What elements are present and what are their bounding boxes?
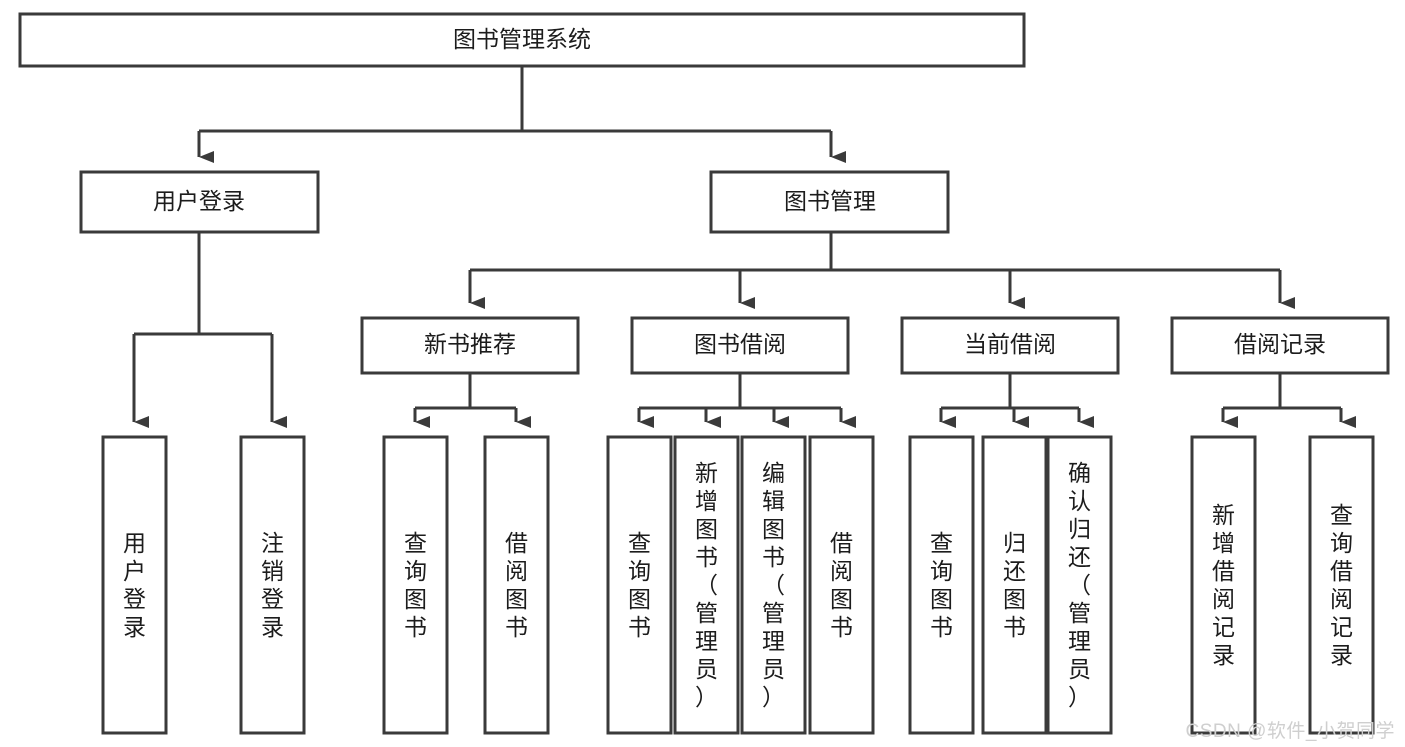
leaf-borrow-book-1-label: 借阅图书 [505,530,528,640]
node-current-borrow-box[interactable] [900,316,1120,375]
leaf-borrow-book-1[interactable]: 借阅图书 [483,435,550,735]
csdn-watermark: CSDN @软件_小贺同学 [1185,721,1395,742]
node-book-manage-label: 图书管理 [784,188,876,214]
leaf-logout-label: 注销登录 [261,530,284,640]
node-new-book-rec-box[interactable] [360,316,580,375]
leaf-query-book-2-box[interactable] [606,435,673,735]
node-book-borrow[interactable]: 图书借阅 [630,316,850,375]
leaf-confirm-return-label: 确认归还（管理员） [1068,460,1091,710]
leaf-query-book-3[interactable]: 查询图书 [908,435,975,735]
leaf-query-book-2-label: 查询图书 [628,530,651,640]
leaf-add-book-box[interactable] [673,435,740,735]
node-user-login-label: 用户登录 [153,188,245,214]
leaf-confirm-return[interactable]: 确认归还（管理员） [1046,435,1113,735]
node-root[interactable]: 图书管理系统 [18,12,1026,68]
leaf-logout-box[interactable] [239,435,306,735]
node-book-borrow-box[interactable] [630,316,850,375]
node-new-book-rec[interactable]: 新书推荐 [360,316,580,375]
leaf-query-record[interactable]: 查询借阅记录 [1308,435,1375,735]
leaf-edit-book[interactable]: 编辑图书（管理员） [740,435,807,735]
leaf-return-book[interactable]: 归还图书 [981,435,1048,735]
node-current-borrow[interactable]: 当前借阅 [900,316,1120,375]
node-user-login[interactable]: 用户登录 [79,170,320,234]
leaf-borrow-book-2-box[interactable] [808,435,875,735]
connectors-layer [132,66,1356,428]
node-borrow-record[interactable]: 借阅记录 [1170,316,1390,375]
leaf-user-login-box[interactable] [101,435,168,735]
leaf-edit-book-label: 编辑图书（管理员） [762,460,785,710]
leaf-query-record-box[interactable] [1308,435,1375,735]
node-book-manage[interactable]: 图书管理 [709,170,950,234]
leaf-query-book-1-box[interactable] [382,435,449,735]
leaf-return-book-label: 归还图书 [1003,530,1026,640]
node-borrow-record-box[interactable] [1170,316,1390,375]
leaf-nodes-layer: 用户登录 注销登录 查询图书 借阅图书 查询图书 新增图书（管理员） 编辑图书（管理员） 借阅… [101,435,1375,735]
leaf-logout[interactable]: 注销登录 [239,435,306,735]
leaf-edit-book-box[interactable] [740,435,807,735]
leaf-add-record[interactable]: 新增借阅记录 [1190,435,1257,735]
leaf-borrow-book-2-label: 借阅图书 [830,530,853,640]
node-root-label: 图书管理系统 [453,26,591,52]
node-user-login-box[interactable] [79,170,320,234]
node-book-manage-box[interactable] [709,170,950,234]
leaf-user-login[interactable]: 用户登录 [101,435,168,735]
node-current-borrow-label: 当前借阅 [964,331,1056,357]
node-book-borrow-label: 图书借阅 [694,331,786,357]
leaf-query-book-1[interactable]: 查询图书 [382,435,449,735]
leaf-add-book[interactable]: 新增图书（管理员） [673,435,740,735]
leaf-borrow-book-1-box[interactable] [483,435,550,735]
leaf-confirm-return-box[interactable] [1046,435,1113,735]
leaf-user-login-label: 用户登录 [123,530,146,640]
leaf-query-record-label: 查询借阅记录 [1330,502,1353,668]
leaf-query-book-1-label: 查询图书 [404,530,427,640]
leaf-borrow-book-2[interactable]: 借阅图书 [808,435,875,735]
leaf-query-book-3-label: 查询图书 [930,530,953,640]
leaf-query-book-2[interactable]: 查询图书 [606,435,673,735]
node-new-book-rec-label: 新书推荐 [424,331,516,357]
leaf-query-book-3-box[interactable] [908,435,975,735]
leaf-add-record-label: 新增借阅记录 [1212,502,1235,668]
leaf-add-record-box[interactable] [1190,435,1257,735]
leaf-return-book-box[interactable] [981,435,1048,735]
node-borrow-record-label: 借阅记录 [1234,331,1326,357]
leaf-add-book-label: 新增图书（管理员） [695,460,718,710]
node-root-box[interactable] [18,12,1026,68]
